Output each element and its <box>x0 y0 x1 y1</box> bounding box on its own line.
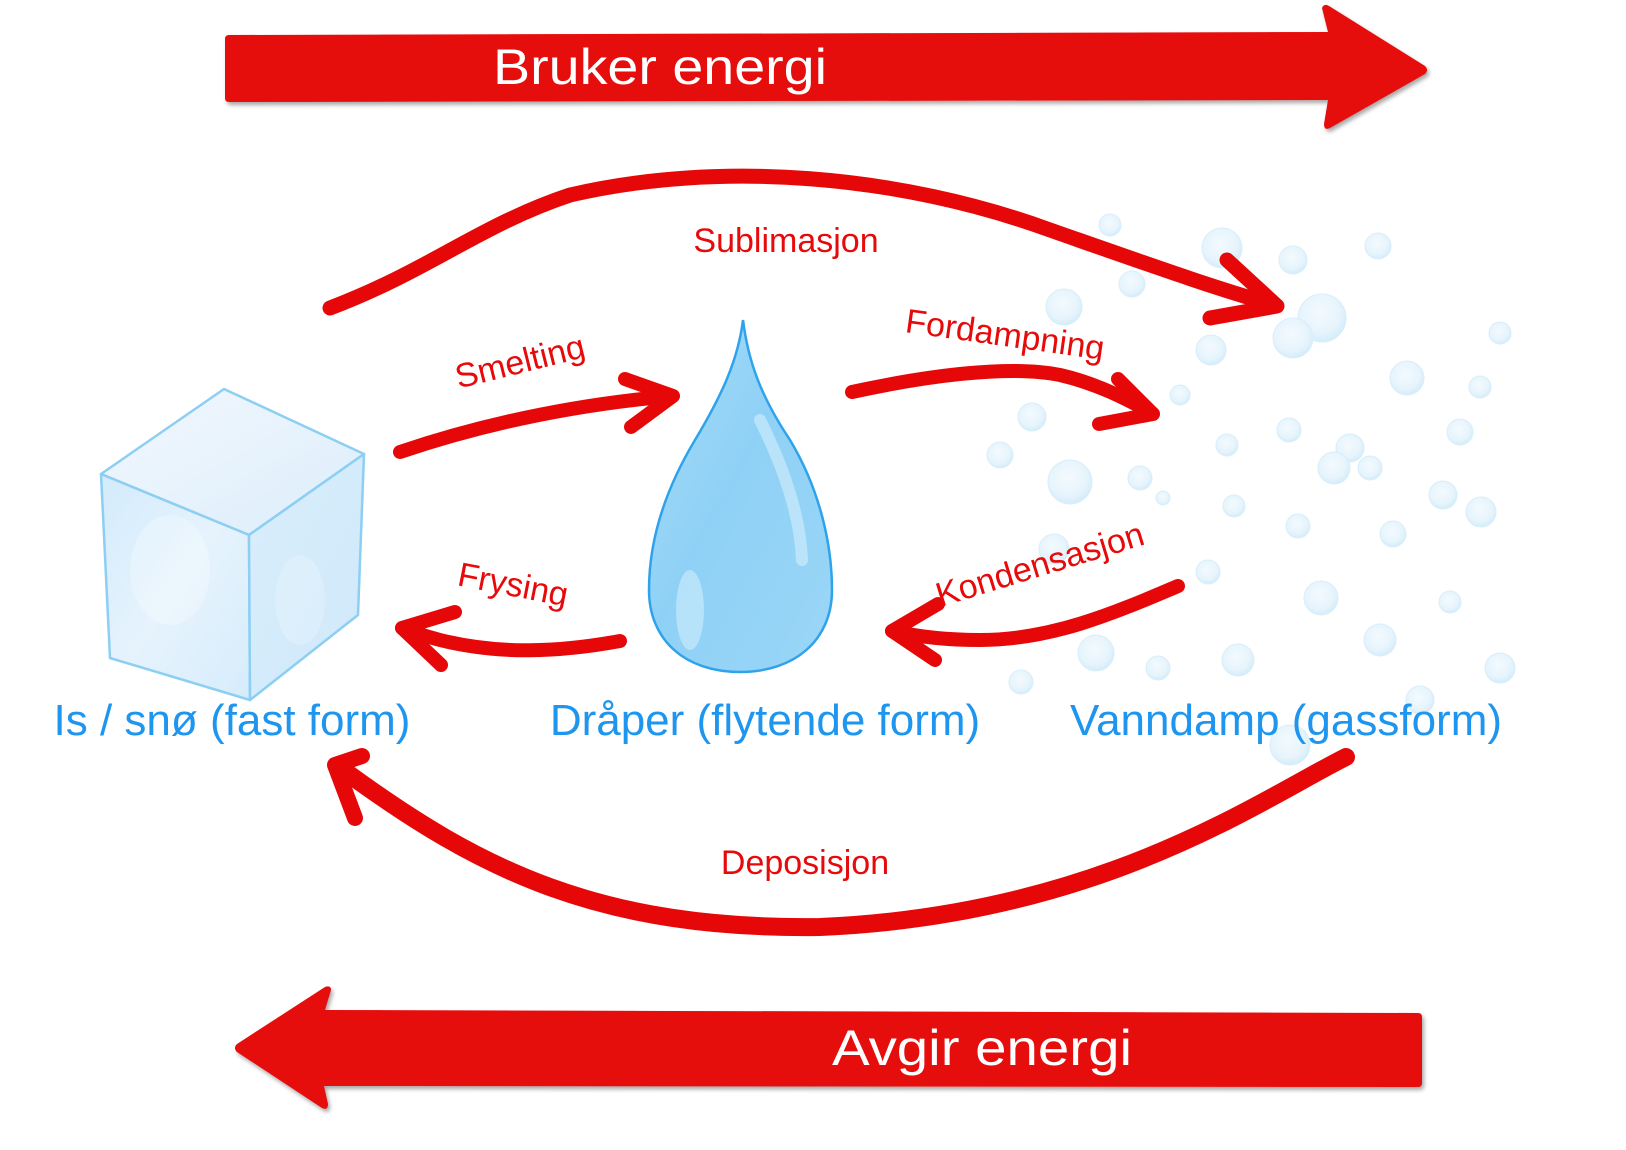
deposition-arrowhead-icon <box>327 748 370 826</box>
sublimation-arrowhead-icon <box>1202 252 1285 326</box>
vapor-bubble <box>1379 520 1407 548</box>
vapor-bubble <box>1195 334 1227 366</box>
condensation-arrowhead-icon <box>885 597 945 667</box>
transition-condensation: Kondensasjon <box>885 515 1185 667</box>
vapor-bubble <box>1357 455 1383 481</box>
state-label-gas: Vanndamp (gassform) <box>1070 696 1502 745</box>
evaporation-arrowhead-icon <box>1092 372 1160 431</box>
vapor-bubble <box>1317 451 1351 485</box>
vapor-bubble <box>1428 480 1458 510</box>
vapor-bubble <box>1438 590 1462 614</box>
vapor-bubble <box>1195 559 1221 585</box>
vapor-bubble <box>1285 513 1311 539</box>
condensation-arrow <box>885 579 1185 647</box>
vapor-bubble <box>1484 652 1516 684</box>
energy-label-top: Bruker energi <box>493 39 827 95</box>
sublimation-label: Sublimasjon <box>693 222 878 260</box>
vapor-bubble <box>1276 417 1302 443</box>
vapor-bubble <box>1272 317 1314 359</box>
vapor-bubble <box>1017 402 1047 432</box>
arrow-left-icon <box>235 986 1422 1109</box>
vapor-bubble <box>1405 685 1435 715</box>
sublimation-arrow <box>322 168 1283 316</box>
vapor-bubble <box>1468 375 1492 399</box>
arrow-right-icon <box>225 4 1427 129</box>
vapor-bubble <box>986 441 1014 469</box>
vapor-bubble <box>1389 360 1425 396</box>
vapor-bubble <box>1155 490 1171 506</box>
water-drop-icon <box>647 319 834 674</box>
transition-sublimation: Sublimasjon <box>322 168 1285 326</box>
vapor-bubble <box>1145 655 1171 681</box>
vapor-bubble <box>1303 580 1339 616</box>
vapor-bubble <box>1446 418 1474 446</box>
energy-arrow-top: Bruker energi <box>225 4 1427 129</box>
vapor-bubble <box>1127 465 1153 491</box>
vapor-bubble <box>1364 232 1392 260</box>
vapor-bubble <box>1038 533 1070 565</box>
state-label-solid: Is / snø (fast form) <box>54 696 411 745</box>
evaporation-arrow <box>845 364 1159 420</box>
vapor-bubble <box>1465 496 1497 528</box>
vapor-bubble <box>1363 623 1397 657</box>
melting-label: Smelting <box>451 328 589 397</box>
transition-deposition: Deposisjon <box>327 748 1355 937</box>
state-label-liquid: Dråper (flytende form) <box>550 696 980 745</box>
vapor-bubble <box>1222 494 1246 518</box>
vapor-bubble <box>1278 245 1308 275</box>
energy-arrow-bottom: Avgir energi <box>235 986 1422 1109</box>
vapor-bubble <box>1098 213 1122 237</box>
vapor-bubble <box>1221 643 1255 677</box>
vapor-bubble <box>1169 384 1191 406</box>
melting-arrow <box>393 389 679 459</box>
vapor-bubble <box>1118 270 1146 298</box>
vapor-bubble <box>1077 634 1115 672</box>
deposition-arrow <box>337 748 1355 937</box>
vapor-bubble <box>1488 321 1512 345</box>
vapor-bubbles-icon <box>986 213 1516 766</box>
freezing-label: Frysing <box>455 556 572 615</box>
ice-cube-icon <box>99 387 366 702</box>
vapor-bubble <box>1047 459 1093 505</box>
freezing-arrow <box>395 621 627 658</box>
energy-label-bottom: Avgir energi <box>832 1020 1132 1076</box>
vapor-bubble <box>1045 288 1083 326</box>
freezing-arrowhead-icon <box>395 605 462 672</box>
vapor-bubble <box>1008 669 1034 695</box>
vapor-bubble <box>1269 724 1311 766</box>
transition-melting: Smelting <box>393 328 680 459</box>
transition-evaporation: Fordampning <box>845 302 1160 431</box>
condensation-label: Kondensasjon <box>931 515 1148 614</box>
transition-freezing: Frysing <box>395 556 627 672</box>
deposition-label: Deposisjon <box>721 844 889 882</box>
vapor-bubble <box>1215 433 1239 457</box>
melting-arrowhead-icon <box>618 372 680 434</box>
